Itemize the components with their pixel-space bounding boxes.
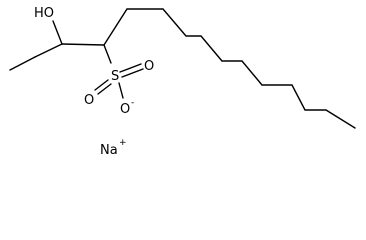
bond-s-o-left-b xyxy=(97,83,112,95)
bond-c3-oh xyxy=(52,20,63,45)
sodium-charge-label: + xyxy=(119,138,127,148)
sodium-label: Na xyxy=(100,143,118,155)
oxygen-left-label: O xyxy=(84,93,94,108)
oxygen-charge-label: - xyxy=(131,98,134,108)
bond-s-o-left-a xyxy=(94,79,109,91)
bond-c3-c4 xyxy=(61,43,105,46)
bond-c4-s xyxy=(103,44,112,64)
alkyl-chain xyxy=(103,8,356,129)
bond-s-o-bottom xyxy=(118,82,124,99)
bond-s-o-top-a xyxy=(119,63,142,73)
oxygen-top-label: O xyxy=(144,59,154,74)
bond-c2-c3 xyxy=(34,43,63,58)
oxygen-bottom-label: O xyxy=(120,102,130,117)
structure-diagram: HO S O O O - Na + xyxy=(9,6,356,155)
bond-s-o-top-b xyxy=(121,68,144,78)
sulfur-label: S xyxy=(111,69,119,84)
hydroxyl-label: HO xyxy=(34,6,54,21)
bond-c1-c2 xyxy=(9,56,36,71)
